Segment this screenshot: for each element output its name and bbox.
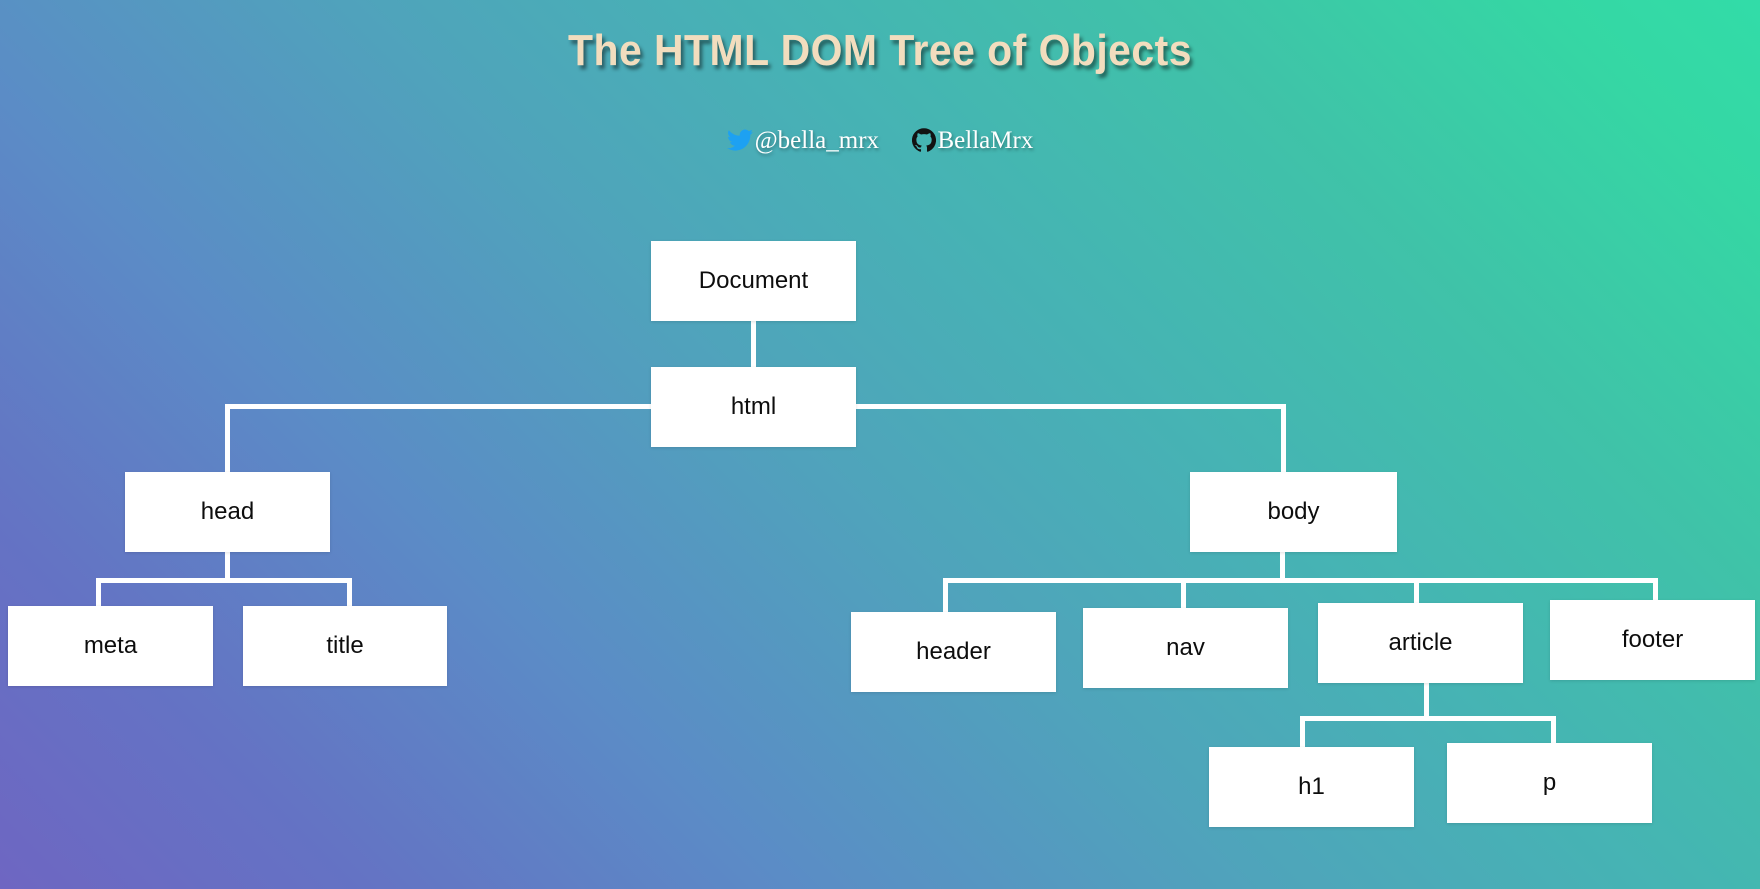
node-nav[interactable]: nav: [1083, 608, 1288, 688]
node-header[interactable]: header: [851, 612, 1056, 692]
edge-body-nav-drop: [1181, 578, 1186, 612]
edge-body-footer-drop: [1653, 578, 1658, 603]
edge-head-bar: [96, 578, 352, 583]
node-label: footer: [1621, 626, 1684, 653]
edge-body-bar: [943, 578, 1658, 583]
github-handle[interactable]: BellaMrx: [911, 126, 1034, 154]
edge-body-stem: [1280, 552, 1285, 582]
node-html[interactable]: html: [651, 367, 856, 447]
node-label: article: [1388, 629, 1453, 656]
edge-document-html: [751, 321, 756, 367]
twitter-handle-label: @bella_mrx: [754, 126, 880, 154]
twitter-icon: [726, 127, 753, 153]
node-label: header: [916, 638, 991, 665]
page-title: The HTML DOM Tree of Objects: [568, 26, 1192, 75]
node-label: html: [730, 393, 777, 420]
edge-html-body-drop: [1281, 404, 1286, 474]
edge-article-p-drop: [1551, 716, 1556, 746]
edge-head-stem: [225, 552, 230, 581]
node-document[interactable]: Document: [651, 241, 856, 321]
node-footer[interactable]: footer: [1550, 600, 1755, 680]
github-icon: [911, 128, 936, 152]
edge-body-article-drop: [1414, 578, 1419, 606]
edge-body-header-drop: [943, 578, 948, 616]
node-label: p: [1542, 769, 1557, 796]
edge-head-title-drop: [347, 578, 352, 610]
github-handle-label: BellaMrx: [937, 126, 1034, 154]
node-label: title: [326, 632, 364, 659]
node-label: body: [1267, 498, 1320, 525]
node-label: nav: [1166, 634, 1205, 661]
node-meta[interactable]: meta: [8, 606, 213, 686]
node-head[interactable]: head: [125, 472, 330, 552]
node-label: head: [200, 498, 255, 525]
edge-article-bar: [1300, 716, 1556, 721]
edge-article-h1-drop: [1300, 716, 1305, 750]
node-title[interactable]: title: [243, 606, 447, 686]
edge-html-head-drop: [225, 404, 230, 474]
node-body[interactable]: body: [1190, 472, 1397, 552]
social-handles: @bella_mrx BellaMrx: [0, 127, 1760, 153]
edge-article-stem: [1424, 683, 1429, 719]
node-label: h1: [1298, 773, 1325, 800]
node-label: meta: [83, 632, 138, 659]
edge-head-meta-drop: [96, 578, 101, 610]
twitter-handle[interactable]: @bella_mrx: [726, 126, 880, 154]
node-p[interactable]: p: [1447, 743, 1652, 823]
node-h1[interactable]: h1: [1209, 747, 1414, 827]
node-label: Document: [698, 267, 809, 294]
node-article[interactable]: article: [1318, 603, 1523, 683]
